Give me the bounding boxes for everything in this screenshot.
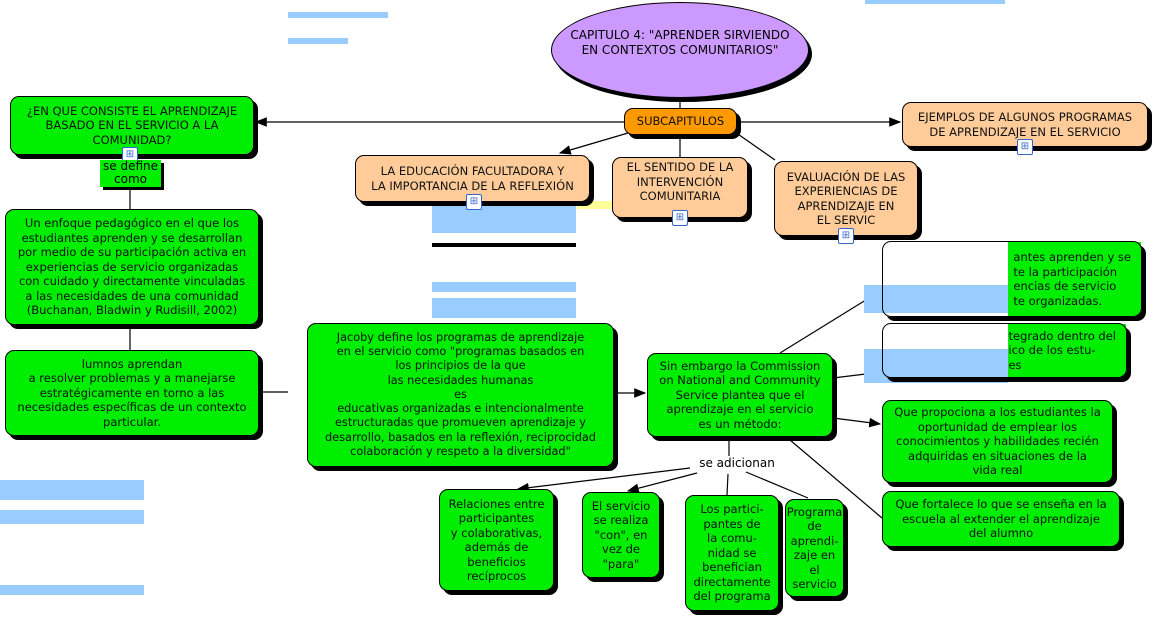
method-concept-3[interactable]: Que propociona a los estudiantes la opor…: [882, 400, 1113, 483]
addition-programa[interactable]: Programa de aprendi- zaje en el servicio: [785, 499, 844, 597]
subchapter-evaluacion[interactable]: EVALUACIÓN DE LAS EXPERIENCIAS DE APREND…: [774, 161, 918, 236]
method-concept-4[interactable]: Que fortalece lo que se enseña en la esc…: [882, 491, 1120, 547]
cmap-submap-icon[interactable]: ⊞: [466, 194, 482, 210]
se-define-como-label: se define como: [100, 160, 161, 187]
addition-servicio-con[interactable]: El servicio se realiza "con", en vez de …: [582, 492, 660, 578]
addition-relaciones[interactable]: Relaciones entre participantes y colabor…: [439, 489, 554, 591]
alumnos-concept[interactable]: lumnos aprendan a resolver problemas y a…: [5, 350, 259, 436]
render-artifact: [865, 0, 1005, 4]
se-adicionan-label: se adicionan: [692, 457, 782, 470]
commission-concept[interactable]: Sin embargo la Commission on National an…: [647, 353, 833, 437]
addition-participantes[interactable]: Los partici- pantes de la comu- nidad se…: [685, 495, 779, 611]
render-artifact: [432, 243, 576, 247]
subchapter-sentido[interactable]: EL SENTIDO DE LA INTERVENCIÓN COMUNITARI…: [612, 157, 748, 218]
render-artifact: [432, 282, 576, 292]
render-artifact: [288, 12, 388, 18]
definition-concept[interactable]: Un enfoque pedagógico en el que los estu…: [5, 209, 259, 325]
subcapitulos-concept[interactable]: SUBCAPITULOS: [624, 108, 737, 135]
render-artifact: [432, 298, 576, 318]
render-artifact: [432, 205, 576, 233]
question-concept[interactable]: ¿EN QUE CONSISTE EL APRENDIZAJE BASADO E…: [10, 96, 254, 155]
title-concept[interactable]: CAPITULO 4: "APRENDER SIRVIENDO EN CONTE…: [551, 2, 809, 98]
method-concept-1[interactable]: antes aprenden y se te la participación …: [882, 241, 1142, 317]
cmap-submap-icon[interactable]: ⊞: [1017, 139, 1033, 155]
cmap-submap-icon[interactable]: ⊞: [672, 210, 688, 226]
ejemplos-concept[interactable]: EJEMPLOS DE ALGUNOS PROGRAMAS DE APRENDI…: [902, 102, 1148, 147]
render-artifact: [0, 480, 144, 500]
method-concept-2[interactable]: tegrado dentro del ico de los estu- es: [882, 323, 1127, 378]
render-artifact: [864, 323, 1008, 343]
cmap-submap-icon[interactable]: ⊞: [838, 228, 854, 244]
render-artifact: [0, 510, 144, 524]
render-artifact: [288, 38, 348, 44]
render-artifact: [0, 585, 144, 595]
jacoby-concept[interactable]: Jacoby define los programas de aprendiza…: [307, 323, 614, 467]
